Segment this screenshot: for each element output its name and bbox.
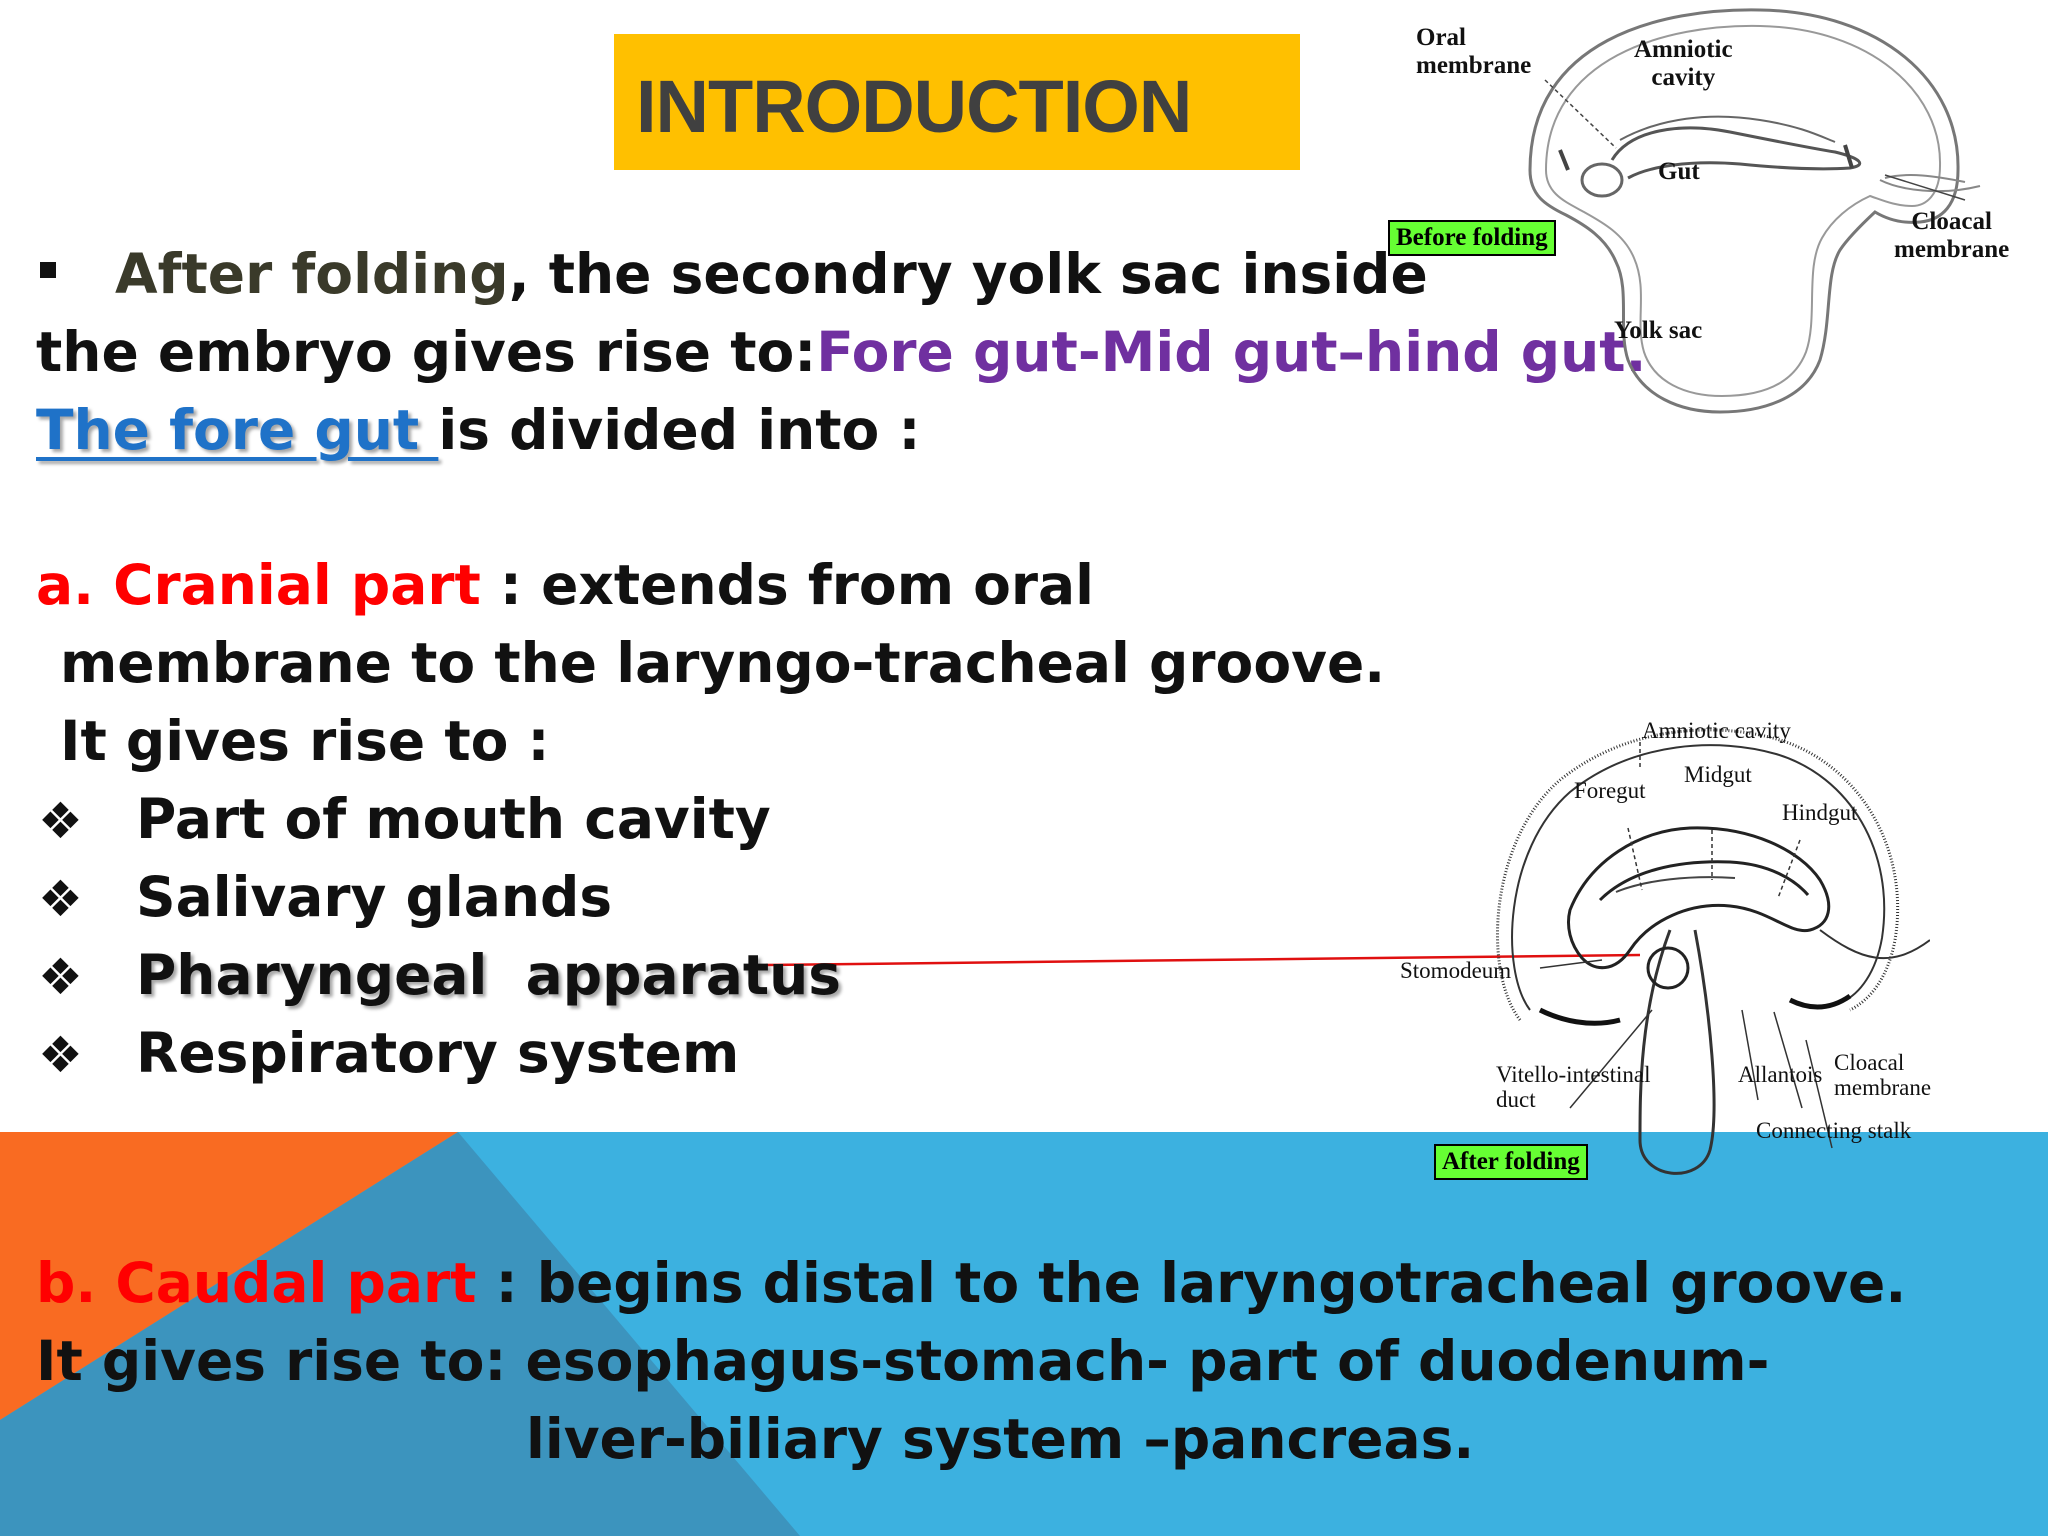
steel-triangle	[0, 1132, 800, 1536]
hindgut-label: Hindgut	[1782, 800, 1858, 825]
page-title: INTRODUCTION	[636, 65, 1192, 148]
allantois-label: Allantois	[1738, 1062, 1823, 1087]
cranial-item-1: Part of mouth cavity	[136, 787, 771, 851]
cranial-rest: : extends from oral	[480, 553, 1095, 617]
after-folding-drawing	[1496, 728, 1930, 1175]
intro-line-2-a: the embryo gives rise to:	[36, 320, 817, 384]
diamond-bullet-icon: ❖	[38, 948, 83, 1006]
after-folding-text: After folding	[115, 242, 509, 306]
cranial-item-2: Salivary glands	[136, 865, 613, 929]
after-folding-diagram: Amniotic cavity Midgut Foregut Hindgut S…	[1390, 710, 1932, 1200]
fore-gut-link-text: The fore gut	[36, 398, 439, 462]
cranial-line-2: membrane to the laryngo-tracheal groove.	[60, 631, 1386, 695]
cranial-item-3: Pharyngeal apparatus	[136, 943, 842, 1007]
yolk-sac-label: Yolk sac	[1614, 317, 1703, 344]
stomodeum-label: Stomodeum	[1400, 958, 1512, 983]
intro-line-3-b: is divided into :	[438, 398, 921, 462]
intro-line-3: The fore gut is divided into :	[36, 398, 920, 462]
cranial-line-3: It gives rise to :	[60, 709, 550, 773]
intro-line-1-rest: , the secondry yolk sac inside	[508, 242, 1428, 306]
square-bullet-icon	[40, 262, 56, 278]
gut-divisions-text: Fore gut-Mid gut–hind gut.	[816, 320, 1647, 384]
intro-line-2: the embryo gives rise to:Fore gut-Mid gu…	[36, 320, 1646, 384]
midgut-label: Midgut	[1684, 762, 1752, 787]
cranial-item-4: Respiratory system	[136, 1021, 740, 1085]
cranial-line-1: a. Cranial part : extends from oral	[36, 553, 1094, 617]
after-folding-tag: After folding	[1434, 1144, 1588, 1180]
diamond-bullet-icon: ❖	[38, 1026, 83, 1084]
foregut-label: Foregut	[1574, 778, 1646, 803]
amniotic-cavity-label-2: Amniotic cavity	[1642, 718, 1791, 743]
cranial-label: Cranial part	[113, 553, 481, 617]
caudal-rest: : begins distal to the laryngotracheal g…	[476, 1251, 1907, 1315]
before-folding-tag: Before folding	[1388, 220, 1556, 256]
gut-label: Gut	[1658, 158, 1700, 185]
caudal-label: Caudal part	[115, 1251, 477, 1315]
diamond-bullet-icon: ❖	[38, 870, 83, 928]
before-folding-drawing	[1528, 8, 1981, 414]
title-box: INTRODUCTION	[614, 34, 1300, 170]
connecting-stalk-label: Connecting stalk	[1756, 1118, 1912, 1143]
diamond-bullet-icon: ❖	[38, 792, 83, 850]
caudal-line-3: liver-biliary system –pancreas.	[526, 1407, 1475, 1471]
caudal-line-2: It gives rise to: esophagus-stomach- par…	[36, 1329, 1770, 1393]
caudal-prefix: b.	[36, 1251, 116, 1315]
cranial-prefix: a.	[36, 553, 114, 617]
intro-line-1: After folding, the secondry yolk sac ins…	[115, 242, 1428, 306]
caudal-line-1: b. Caudal part : begins distal to the la…	[36, 1251, 1906, 1315]
pointer-arrow	[765, 953, 1641, 967]
